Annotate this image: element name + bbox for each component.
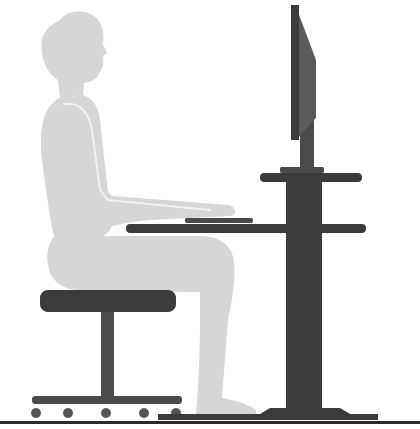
- stool-seat: [40, 290, 176, 312]
- stool-caster: [139, 408, 149, 418]
- monitor-screen: [291, 5, 299, 140]
- monitor-side: [298, 12, 316, 138]
- desk-base: [158, 414, 378, 420]
- stool-caster: [31, 408, 41, 418]
- monitor-shelf: [260, 173, 362, 182]
- monitor-icon: [280, 5, 324, 173]
- stool-column: [101, 312, 114, 396]
- monitor-foot: [280, 167, 324, 173]
- person-silhouette-icon: [41, 12, 256, 414]
- keyboard-icon: [185, 218, 253, 223]
- stool-caster: [63, 408, 73, 418]
- desk-column: [286, 182, 322, 412]
- desk-base-taper: [260, 408, 350, 414]
- stool-base-bar: [32, 396, 182, 404]
- stool-icon: [31, 290, 182, 418]
- stool-caster: [101, 408, 111, 418]
- floor-line: [0, 421, 420, 424]
- desk-top: [126, 224, 366, 233]
